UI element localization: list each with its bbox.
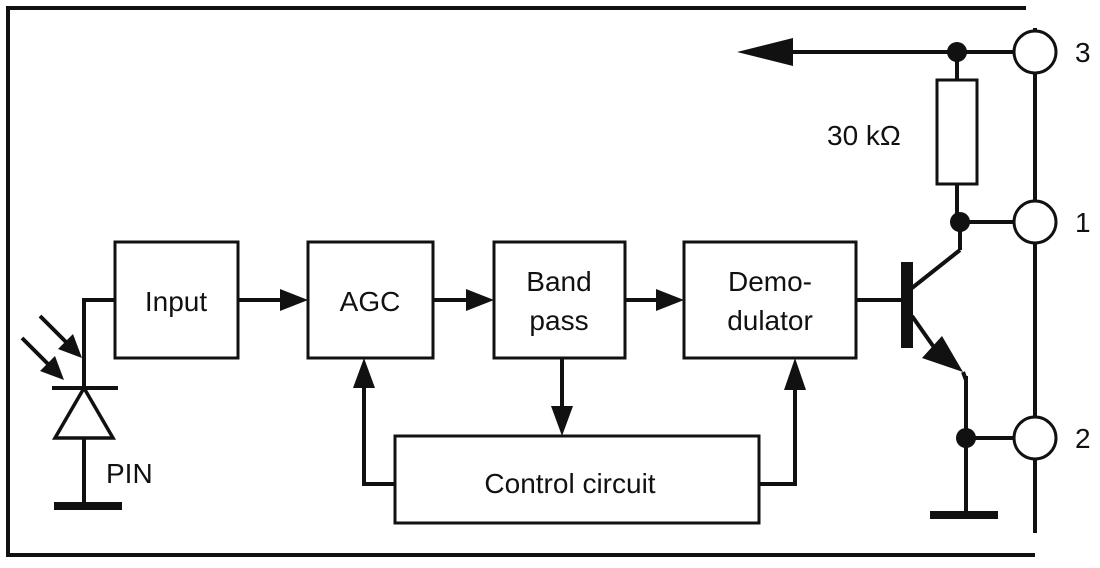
signal-arrow-bandpass-demodulator <box>625 289 684 311</box>
terminal-2 <box>1012 415 1058 461</box>
demodulator-label-line2: dulator <box>727 305 813 336</box>
photodiode-label: PIN <box>106 458 153 489</box>
demodulator-label-line1: Demo- <box>728 266 812 297</box>
arrow-control-to-demodulator <box>759 358 806 486</box>
signal-arrow-agc-bandpass <box>433 289 494 311</box>
junction-dot <box>950 212 970 232</box>
arrow-bandpass-to-control <box>551 358 573 436</box>
resistor-label: 30 kΩ <box>827 120 901 151</box>
bandpass-label-line1: Band <box>526 266 591 297</box>
outer-frame <box>6 6 1035 557</box>
output-transistor <box>856 248 968 381</box>
control-circuit-label: Control circuit <box>484 468 655 499</box>
agc-block: AGC <box>306 240 435 360</box>
control-circuit-block: Control circuit <box>393 434 761 525</box>
demodulator-block: Demo- dulator <box>682 240 858 360</box>
pullup-resistor <box>935 78 979 186</box>
bandpass-block: Band pass <box>492 240 627 360</box>
arrow-control-to-agc <box>353 358 395 486</box>
input-block-label: Input <box>145 286 207 317</box>
terminal-1 <box>1012 199 1058 245</box>
terminal-3 <box>1012 29 1058 75</box>
agc-block-label: AGC <box>340 286 401 317</box>
signal-arrow-input-agc <box>238 289 308 311</box>
output-arrow-icon <box>737 38 793 66</box>
junction-dot <box>947 42 967 62</box>
bandpass-label-line2: pass <box>529 305 588 336</box>
pin-label-2: 2 <box>1075 423 1091 454</box>
pin-label-3: 3 <box>1075 37 1091 68</box>
junction-dot <box>956 428 976 448</box>
pin-photodiode <box>51 298 122 510</box>
pin-label-1: 1 <box>1075 207 1091 238</box>
input-block: Input <box>113 240 240 360</box>
light-rays-icon <box>20 314 82 380</box>
